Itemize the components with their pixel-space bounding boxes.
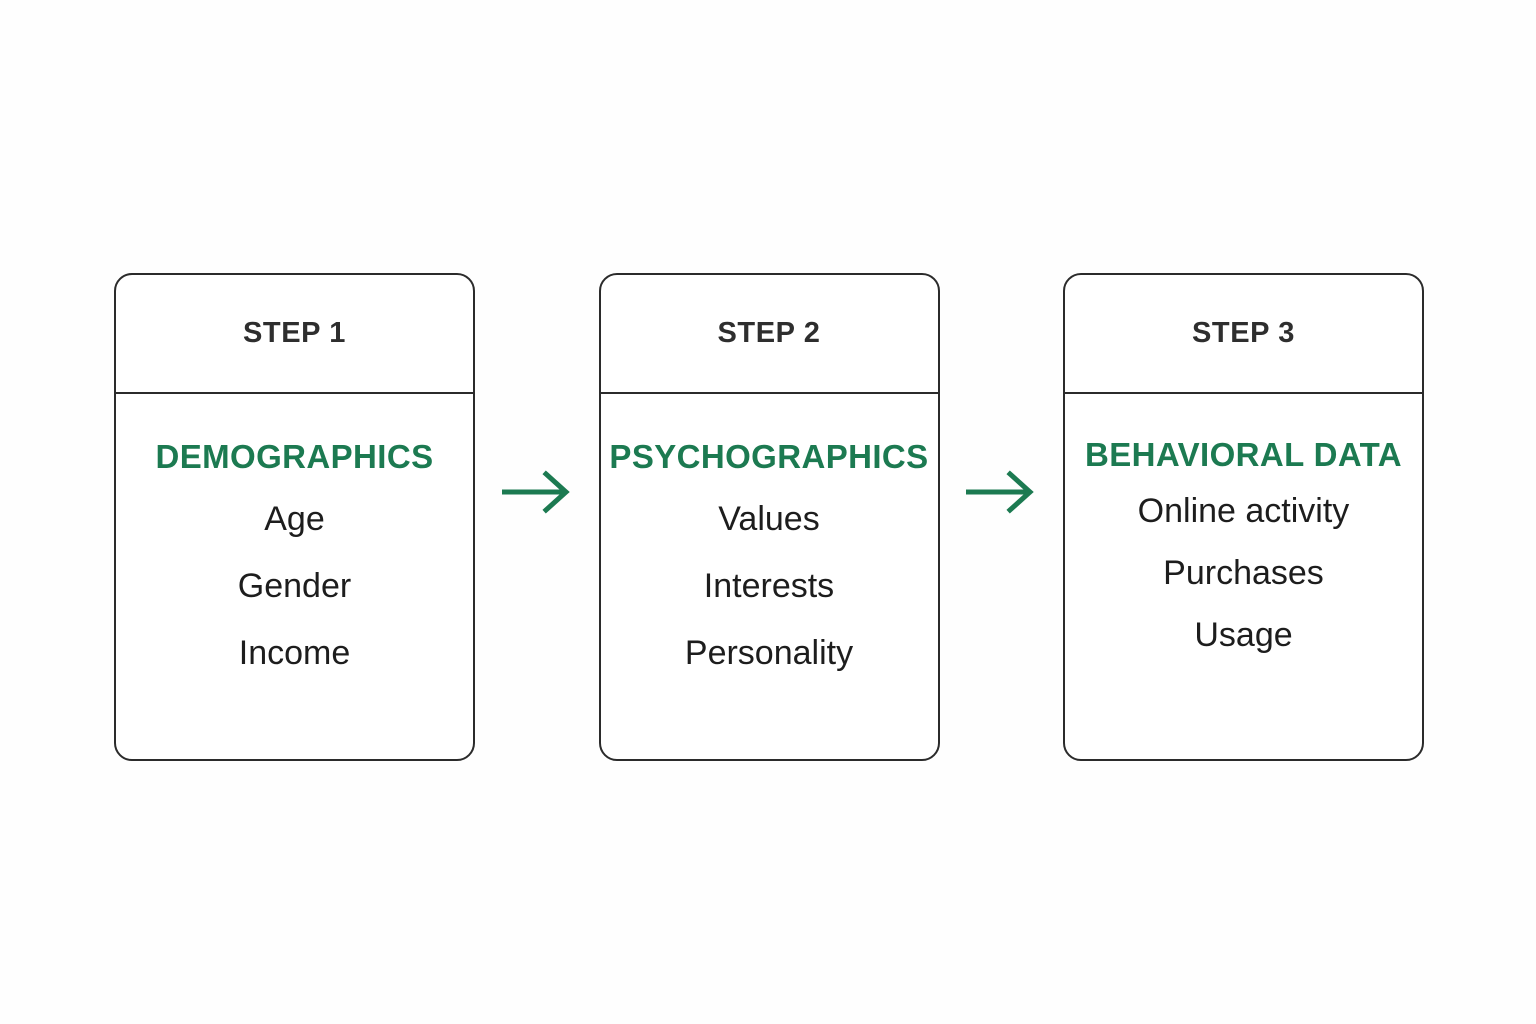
step-card-3-body: BEHAVIORAL DATA Online activity Purchase… (1065, 394, 1422, 759)
list-item: Age (264, 500, 325, 539)
step-card-2-header: STEP 2 (600, 275, 938, 394)
list-item: Online activity (1137, 492, 1350, 531)
step-card-1-body: DEMOGRAPHICS Age Gender Income (116, 394, 473, 759)
step-card-3-step-label: STEP 3 (1191, 316, 1295, 349)
step-card-1[interactable]: STEP 1 DEMOGRAPHICS Age Gender Income (114, 273, 475, 761)
step-card-1-category-title: DEMOGRAPHICS (155, 438, 434, 475)
step-flow: STEP 1 DEMOGRAPHICS Age Gender Income (114, 273, 1424, 761)
list-item: Personality (684, 634, 854, 673)
list-item: Values (718, 500, 820, 539)
list-item: Interests (703, 567, 835, 606)
step-card-1-step-label: STEP 1 (242, 316, 346, 349)
step-card-2-step-label: STEP 2 (717, 316, 821, 349)
list-item: Usage (1194, 616, 1293, 655)
step-card-3-category-title: BEHAVIORAL DATA (1084, 436, 1403, 473)
connector-1 (501, 469, 572, 515)
step-card-1-header: STEP 1 (116, 275, 473, 394)
list-item: Purchases (1163, 554, 1324, 593)
step-card-2-item-list: Values Interests Personality (615, 502, 924, 670)
list-item: Gender (237, 567, 352, 606)
step-card-2-category-title: PSYCHOGRAPHICS (609, 438, 929, 475)
step-card-1-item-list: Age Gender Income (130, 502, 459, 670)
connector-2 (966, 469, 1036, 515)
list-item: Income (238, 634, 351, 673)
arrow-right-icon (501, 469, 572, 515)
step-card-3-item-list: Online activity Purchases Usage (1079, 494, 1408, 680)
step-card-2[interactable]: STEP 2 PSYCHOGRAPHICS Values Interests P… (598, 273, 940, 761)
step-card-3-header: STEP 3 (1065, 275, 1422, 394)
arrow-right-icon (966, 469, 1036, 515)
step-card-2-body: PSYCHOGRAPHICS Values Interests Personal… (601, 394, 938, 759)
step-card-3[interactable]: STEP 3 BEHAVIORAL DATA Online activity P… (1063, 273, 1424, 761)
